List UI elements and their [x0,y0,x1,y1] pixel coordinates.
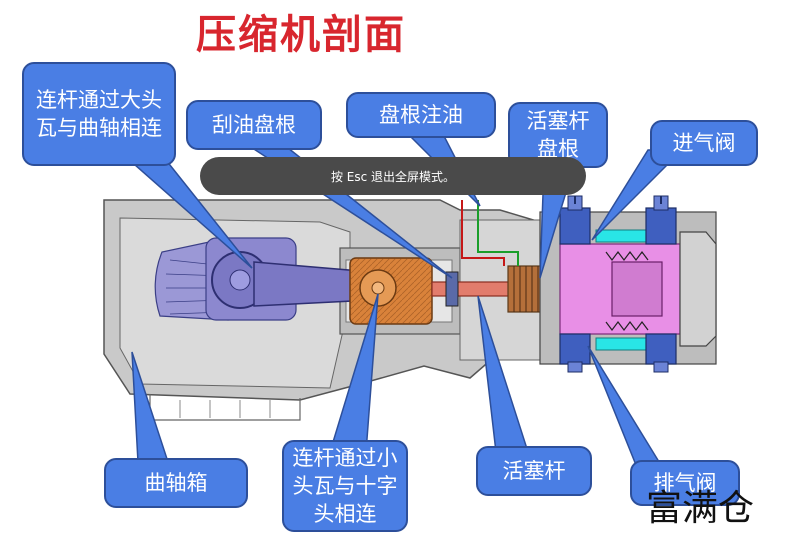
exhaust-valve-right [645,333,677,373]
piston [611,261,663,317]
oil-line-red [461,200,505,266]
intake-valve-left [559,195,591,245]
label-piston-rod: 活塞杆 [476,446,592,496]
label-oil-scraper-packing: 刮油盘根 [186,100,322,150]
packing-rings [513,266,545,312]
diagram-title: 压缩机剖面 [196,11,406,58]
label-intake-valve: 进气阀 [650,120,758,166]
pointer-exhaust-valve [587,345,666,471]
label-conrod-small-end: 连杆通过小头瓦与十字头相连 [282,440,408,532]
valve-spring-lower [605,321,649,331]
oil-line-green [477,200,519,266]
fullscreen-exit-hint: 按 Esc 退出全屏模式。 [200,157,586,195]
label-conrod-big-end: 连杆通过大头瓦与曲轴相连 [22,62,176,166]
crankpin-center [229,269,251,291]
counterweight-ribs [165,259,227,315]
crosshead-pin-center [371,281,385,295]
label-packing-oil-injection: 盘根注油 [346,92,496,138]
watermark-text: 富满仓 [646,488,755,529]
label-exhaust-valve: 排气阀 [630,460,740,506]
cylinder-head [679,231,717,347]
crankcase-foot-ribs [179,400,271,418]
exhaust-valve-left [559,333,591,373]
intake-valve-right [645,195,677,245]
label-crankcase: 曲轴箱 [104,458,248,508]
oil-scraper-rings [445,271,459,307]
valve-spring-upper [605,251,649,261]
